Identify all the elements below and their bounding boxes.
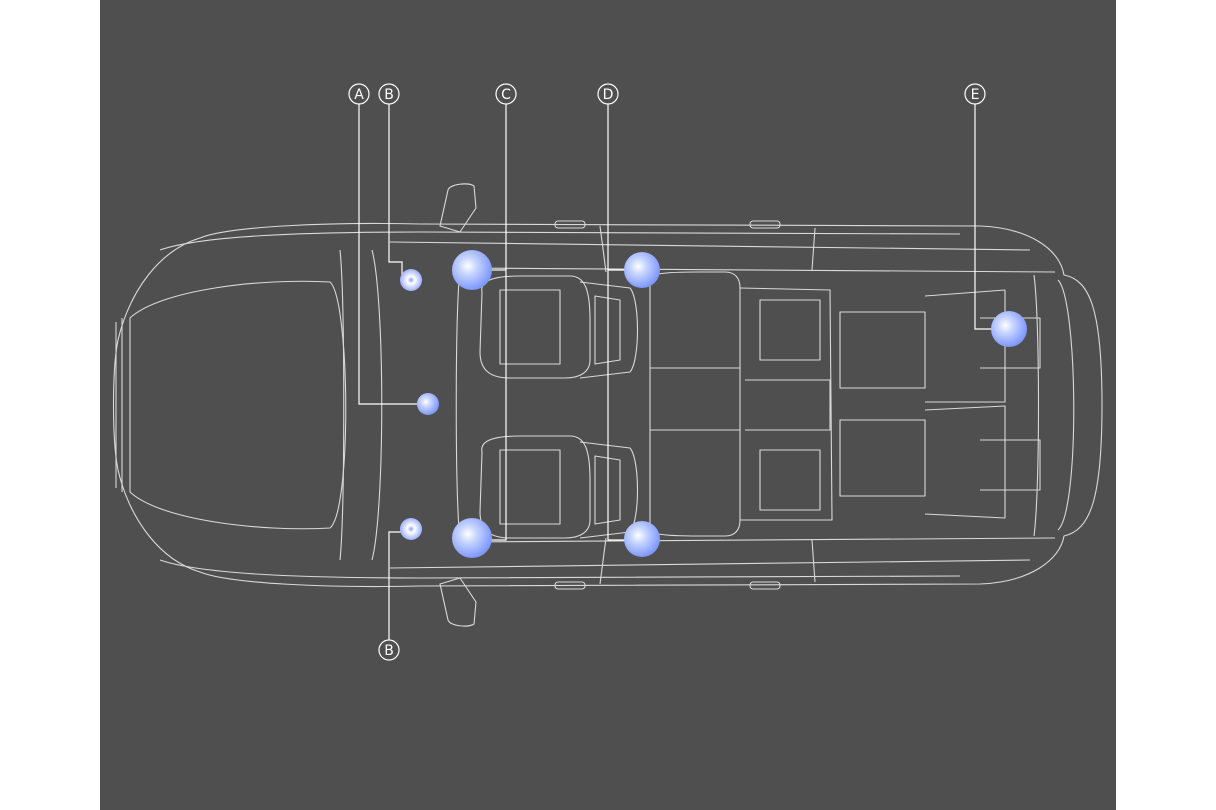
car-hood bbox=[129, 280, 347, 530]
callout-line-d bbox=[607, 104, 628, 541]
svg-text:A: A bbox=[354, 87, 364, 103]
svg-text:E: E bbox=[971, 87, 980, 103]
callout-b-top: B bbox=[378, 83, 400, 105]
callout-line-a bbox=[358, 104, 420, 405]
speaker-icon bbox=[452, 518, 492, 558]
second-row-seats bbox=[649, 271, 833, 537]
speaker-icon bbox=[624, 252, 660, 288]
svg-text:B: B bbox=[384, 643, 394, 659]
svg-text:C: C bbox=[501, 87, 511, 103]
callout-labels: A B C D E B bbox=[348, 83, 986, 661]
front-seat-right bbox=[479, 435, 639, 539]
speaker-icon bbox=[991, 311, 1027, 347]
car-body bbox=[112, 222, 1103, 588]
svg-text:D: D bbox=[603, 87, 614, 103]
car-outline-icon bbox=[112, 183, 1103, 627]
callout-a: A bbox=[348, 83, 370, 105]
callout-lines bbox=[358, 104, 995, 640]
callout-d: D bbox=[597, 83, 619, 105]
speaker-icon bbox=[400, 518, 422, 540]
callout-b-bottom: B bbox=[378, 639, 400, 661]
mirror-right bbox=[439, 577, 477, 627]
svg-text:B: B bbox=[384, 87, 394, 103]
speaker-icon bbox=[400, 269, 422, 291]
callout-line-e bbox=[974, 104, 995, 330]
roof-rail-left bbox=[389, 241, 1031, 251]
callout-line-b-top bbox=[388, 104, 403, 280]
speaker-icon bbox=[417, 393, 439, 415]
speaker-icon bbox=[624, 521, 660, 557]
callout-c: C bbox=[495, 83, 517, 105]
callout-e: E bbox=[964, 83, 986, 105]
callout-line-c bbox=[490, 104, 507, 541]
speaker-icon bbox=[452, 250, 492, 290]
speakers bbox=[400, 250, 1027, 558]
car-rear bbox=[1033, 274, 1040, 537]
car-windshield bbox=[339, 249, 345, 561]
mirror-left bbox=[439, 183, 477, 233]
front-seat-left bbox=[479, 275, 639, 379]
callout-line-b-bottom bbox=[388, 531, 402, 640]
